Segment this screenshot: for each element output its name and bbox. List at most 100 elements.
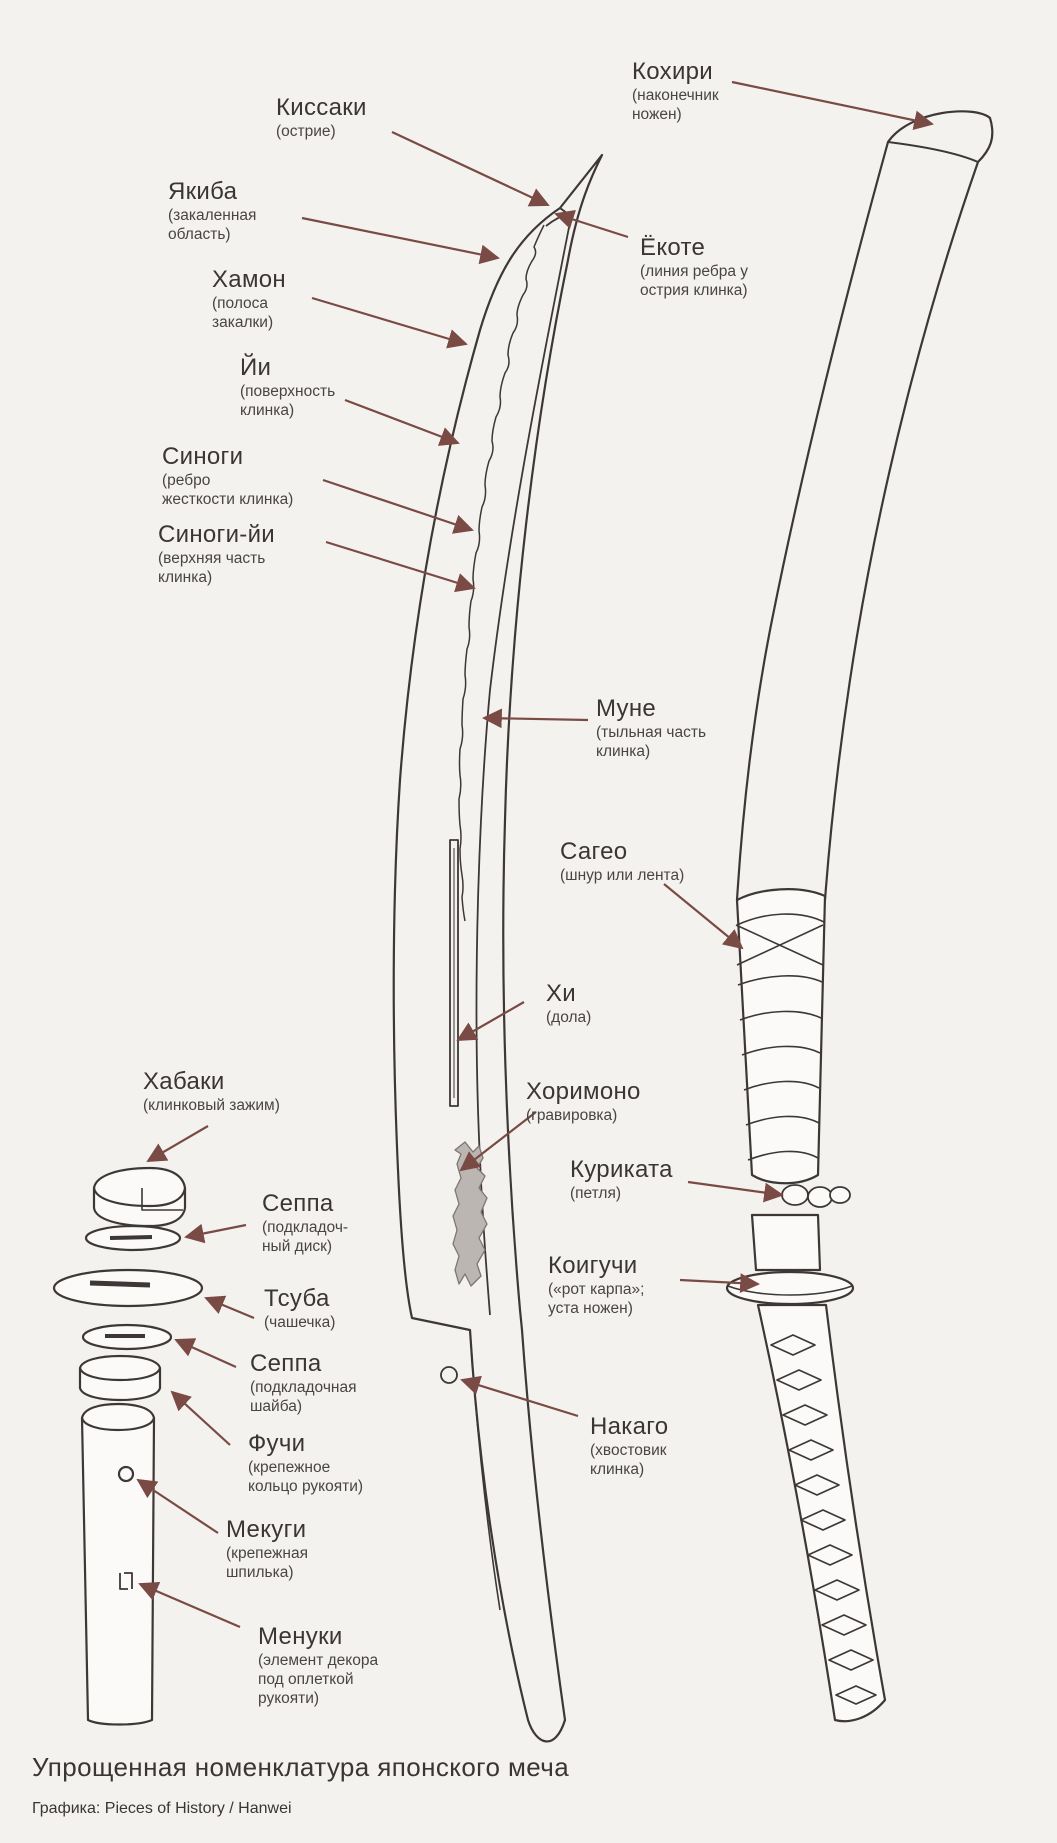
label-menuki-desc: (элемент декора под оплеткой рукояти) [258,1651,378,1708]
figure-credit: Графика: Pieces of History / Hanwei [32,1800,292,1818]
shinogi-line [477,212,573,1315]
label-seppa-top: Сеппа (подкладоч- ный диск) [262,1192,348,1256]
label-kurikata-desc: (петля) [570,1184,673,1203]
arrow-horimono [461,1112,536,1170]
label-nakago-desc: (хвостовик клинка) [590,1441,668,1479]
hamon-line [459,225,544,921]
label-yakiba: Якиба (закаленная область) [168,180,256,244]
fuchi-part [80,1356,160,1400]
arrow-kojiri [732,82,932,124]
label-seppa-bottom: Сеппа (подкладочная шайба) [250,1352,356,1416]
label-shinogi: Синоги (ребро жесткости клинка) [162,445,293,509]
label-fuchi-desc: (крепежное кольцо рукояти) [248,1458,363,1496]
kurikata-knot [782,1185,850,1207]
label-shinogi-desc: (ребро жесткости клинка) [162,471,293,509]
label-kissaki-desc: (острие) [276,122,367,141]
label-horimono-name: Хоримоно [526,1080,641,1104]
label-tsuba-desc: (чашечка) [264,1313,335,1332]
label-mune-name: Муне [596,697,706,721]
label-yakiba-name: Якиба [168,180,256,204]
arrow-kurikata [688,1182,782,1195]
mekugi-hole [119,1467,133,1481]
seppa-top-part [86,1226,180,1250]
koiguchi [752,1215,820,1270]
nakago-hole [441,1367,457,1383]
arrow-shinogi-ji [326,542,474,588]
label-shinogi-name: Синоги [162,445,293,469]
label-fuchi-name: Фучи [248,1432,363,1456]
label-tsuba: Тсуба (чашечка) [264,1287,335,1332]
scabbard-outline [737,111,992,900]
label-ji-desc: (поверхность клинка) [240,382,335,420]
label-menuki-name: Менуки [258,1625,378,1649]
sageo-wrap [737,889,825,1183]
label-koiguchi: Коигучи («рот карпа»; уста ножен) [548,1254,644,1318]
arrow-menuki [140,1584,240,1627]
arrow-nakago [462,1380,578,1416]
arrow-yakiba [302,218,498,258]
arrow-ji [345,400,458,443]
label-mekugi-desc: (крепежная шпилька) [226,1544,308,1582]
label-hamon-name: Хамон [212,268,286,292]
kojiri-band [888,142,978,162]
tsuba-part [54,1270,202,1306]
label-shinogi-ji-desc: (верхняя часть клинка) [158,549,275,587]
label-tsuba-name: Тсуба [264,1287,335,1311]
label-koiguchi-name: Коигучи [548,1254,644,1278]
arrow-hamon [312,298,466,344]
label-ji: Йи (поверхность клинка) [240,356,335,420]
exploded-fittings [54,1168,202,1725]
arrow-seppa-top [186,1225,246,1237]
label-mune-desc: (тыльная часть клинка) [596,723,706,761]
arrow-yokote [556,214,628,237]
label-nakago: Накаго (хвостовик клинка) [590,1415,668,1479]
label-hamon: Хамон (полоса закалки) [212,268,286,332]
seppa-bottom-part [83,1325,171,1349]
tsuka-handle [758,1305,885,1721]
label-habaki: Хабаки (клинковый зажим) [143,1070,280,1115]
label-ji-name: Йи [240,356,335,380]
arrow-kissaki [392,132,548,205]
label-yakiba-desc: (закаленная область) [168,206,256,244]
label-seppa-top-name: Сеппа [262,1192,348,1216]
label-yokote-name: Ёкоте [640,236,748,260]
label-menuki: Менуки (элемент декора под оплеткой руко… [258,1625,378,1708]
label-seppa-bottom-name: Сеппа [250,1352,356,1376]
label-hi-name: Хи [546,982,591,1006]
label-yokote-desc: (линия ребра у острия клинка) [640,262,748,300]
label-horimono-desc: (гравировка) [526,1106,641,1125]
arrow-habaki [148,1126,208,1161]
label-habaki-name: Хабаки [143,1070,280,1094]
label-mekugi-name: Мекуги [226,1518,308,1542]
label-kissaki-name: Киссаки [276,96,367,120]
label-sageo: Сагео (шнур или лента) [560,840,684,885]
figure-caption: Упрощенная номенклатура японского меча [32,1752,569,1783]
arrow-sageo [664,884,742,948]
label-shinogi-ji-name: Синоги-йи [158,523,275,547]
label-shinogi-ji: Синоги-йи (верхняя часть клинка) [158,523,275,587]
label-kurikata: Куриката (петля) [570,1158,673,1203]
label-horimono: Хоримоно (гравировка) [526,1080,641,1125]
arrow-hi [458,1002,524,1040]
blade-outline [394,155,602,1741]
label-seppa-top-desc: (подкладоч- ный диск) [262,1218,348,1256]
arrow-mune [484,718,588,720]
label-hi: Хи (дола) [546,982,591,1027]
arrow-seppa-bottom [176,1340,236,1367]
label-sageo-desc: (шнур или лента) [560,866,684,885]
label-mune: Муне (тыльная часть клинка) [596,697,706,761]
label-kojiri: Кохири (наконечник ножен) [632,60,719,124]
blade [394,155,602,1741]
label-mekugi: Мекуги (крепежная шпилька) [226,1518,308,1582]
arrow-fuchi [172,1392,230,1445]
label-nakago-name: Накаго [590,1415,668,1439]
arrow-tsuba [206,1298,254,1318]
mounted-tsuba [727,1272,853,1304]
label-kurikata-name: Куриката [570,1158,673,1182]
scabbard-and-hilt [727,111,992,1721]
label-seppa-bottom-desc: (подкладочная шайба) [250,1378,356,1416]
label-kojiri-name: Кохири [632,60,719,84]
label-hi-desc: (дола) [546,1008,591,1027]
